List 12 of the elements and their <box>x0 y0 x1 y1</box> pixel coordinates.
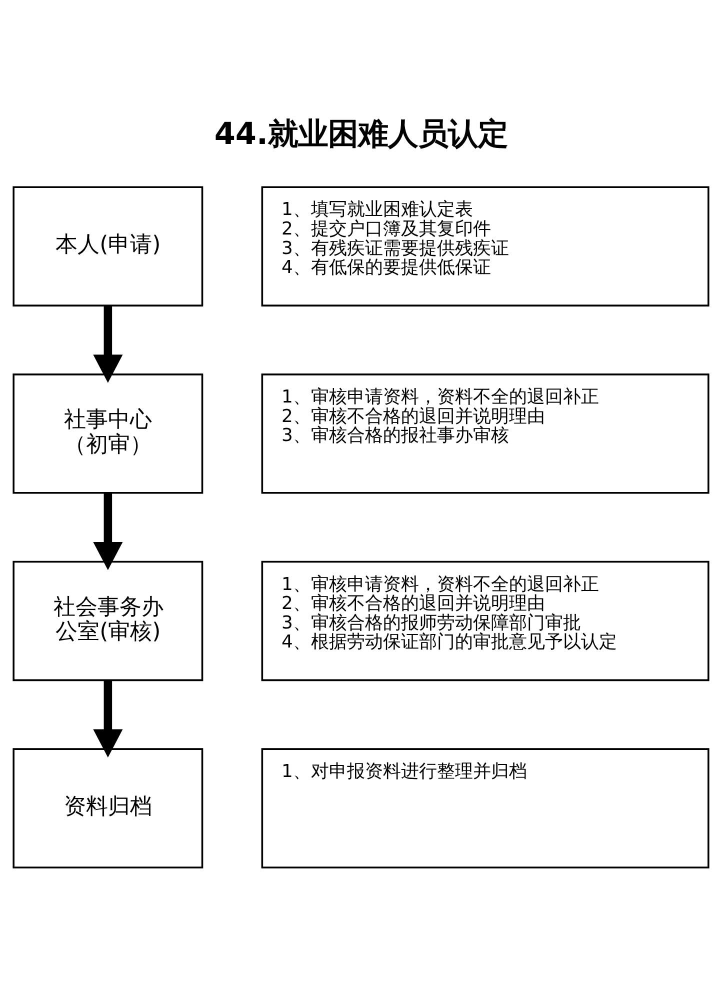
node-box: 资料归档 <box>12 748 204 868</box>
diagram-title: 44.就业困难人员认定 <box>214 116 508 152</box>
node-box: 1、填写就业困难认定表 2、提交户口簿及其复印件 3、有残疾证需要提供残疾证 4、有低保的要提供低保证 <box>261 186 710 306</box>
arrow <box>93 492 123 570</box>
node-box: 社事中心（初审） <box>12 373 204 494</box>
node-box: 社会事务办公室(审核) <box>12 560 204 681</box>
node-box: 本人(申请) <box>12 186 204 306</box>
node-box: 1、审核申请资料，资料不全的退回补正 2、审核不合格的退回并说明理由 3、审核合格的报社事办审核 <box>261 373 710 494</box>
arrow <box>93 305 123 382</box>
arrow <box>93 680 123 757</box>
node-box: 1、对申报资料进行整理并归档 <box>261 748 710 868</box>
node-box: 1、审核申请资料，资料不全的退回补正 2、审核不合格的退回并说明理由 3、审核合格的报师劳动保障部门审批 4、根据劳动保证部门的审批意见予以认定 <box>261 560 710 681</box>
